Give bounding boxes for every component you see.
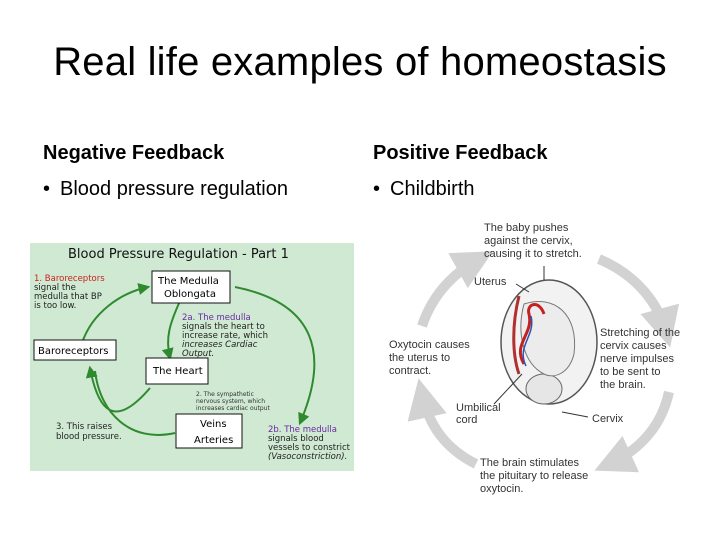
arrow-vessels-to-baro bbox=[94, 370, 176, 436]
top-label-line: causing it to stretch. bbox=[484, 248, 582, 260]
step1-line: is too low. bbox=[34, 301, 76, 311]
right-label-line: nerve impulses bbox=[600, 353, 674, 365]
placenta bbox=[512, 295, 521, 375]
baby-head bbox=[525, 373, 563, 405]
medulla-box bbox=[151, 270, 231, 304]
arrow-baro-to-medulla bbox=[81, 283, 151, 344]
left-label-line: the uterus to bbox=[389, 352, 450, 364]
positive-bullet: • Childbirth bbox=[373, 178, 475, 201]
step2-small-line: nervous system, which bbox=[196, 398, 265, 405]
step2-small-line: 2. The sympathetic bbox=[196, 391, 254, 398]
step2b-line: 2b. The medulla bbox=[268, 425, 337, 435]
bp-diagram-title: Blood Pressure Regulation - Part 1 bbox=[68, 247, 289, 262]
baroreceptors-box bbox=[33, 339, 117, 361]
right-label-line: Stretching of the bbox=[600, 327, 680, 339]
slide-title: Real life examples of homeostasis bbox=[53, 40, 667, 84]
blood-pressure-diagram: Blood Pressure Regulation - Part 1 1. Ba… bbox=[30, 243, 354, 471]
heart-box bbox=[145, 357, 209, 385]
medulla-line: Oblongata bbox=[164, 289, 216, 300]
step1-line: signal the bbox=[34, 283, 76, 293]
step2-small-line: increases cardiac output bbox=[196, 405, 270, 412]
baby-body bbox=[520, 300, 576, 377]
uterus-illustration bbox=[493, 266, 598, 418]
veins-arteries-box bbox=[175, 413, 243, 449]
step2a-line: Output. bbox=[182, 349, 214, 359]
negative-bullet-text: Blood pressure regulation bbox=[60, 178, 288, 200]
step2a-line: increases Cardiac bbox=[182, 340, 258, 350]
cord-pointer bbox=[493, 373, 523, 405]
step2a-line: signals the heart to bbox=[182, 322, 265, 332]
arrow-heart-to-baro bbox=[85, 365, 151, 413]
arrow-medulla-to-vessels bbox=[234, 286, 316, 426]
step3-text: 3. This raises blood pressure. bbox=[56, 422, 122, 442]
umbilical-label-line: cord bbox=[456, 414, 477, 426]
step2-small-text: 2. The sympathetic nervous system, which… bbox=[196, 391, 270, 412]
step2b-line: vessels to constrict bbox=[268, 443, 351, 453]
medulla-line: The Medulla bbox=[157, 276, 219, 287]
bullet-marker: • bbox=[373, 178, 381, 200]
arrow-medulla-to-heart bbox=[161, 300, 181, 361]
positive-feedback-heading: Positive Feedback bbox=[373, 142, 548, 164]
top-label-line: against the cervix, bbox=[484, 235, 573, 247]
cb-labels: The baby pushes against the cervix, caus… bbox=[389, 222, 680, 495]
cervix-label: Cervix bbox=[592, 413, 624, 425]
cycle-arrow-top-left bbox=[417, 251, 493, 328]
step3-line: 3. This raises bbox=[56, 422, 113, 432]
step2b-text: 2b. The medulla signals blood vessels to… bbox=[268, 425, 351, 462]
cycle-arrow-top-right bbox=[596, 254, 680, 348]
step3-line: blood pressure. bbox=[56, 432, 122, 442]
bullet-marker: • bbox=[43, 178, 51, 200]
umbilical-cord-red bbox=[518, 303, 546, 365]
left-label-line: contract. bbox=[389, 365, 431, 377]
step2a-line: increase rate, which bbox=[182, 331, 268, 341]
uterus-label: Uterus bbox=[474, 276, 507, 288]
cervix-pointer bbox=[561, 411, 589, 418]
umbilical-cord-blue bbox=[522, 315, 533, 367]
childbirth-diagram: The baby pushes against the cervix, caus… bbox=[389, 222, 680, 495]
step2b-line: signals blood bbox=[268, 434, 324, 444]
left-label-line: Oxytocin causes bbox=[389, 339, 470, 351]
bottom-label-line: the pituitary to release bbox=[480, 470, 588, 482]
cycle-arrow-bottom-left bbox=[407, 378, 479, 469]
step1-text: 1. Baroreceptors signal the medulla that… bbox=[34, 274, 105, 311]
step1-line: 1. Baroreceptors bbox=[34, 274, 105, 284]
top-label-line: The baby pushes bbox=[484, 222, 569, 234]
negative-feedback-heading: Negative Feedback bbox=[43, 142, 225, 164]
cycle-arrow-bottom-right bbox=[594, 390, 674, 473]
negative-bullet: • Blood pressure regulation bbox=[43, 178, 288, 201]
veins-label: Veins bbox=[200, 419, 227, 430]
right-label-line: cervix causes bbox=[600, 340, 667, 352]
step2a-text: 2a. The medulla signals the heart to inc… bbox=[182, 313, 268, 359]
step2a-line: 2a. The medulla bbox=[182, 313, 251, 323]
arteries-label: Arteries bbox=[194, 435, 233, 446]
baroreceptors-label: Baroreceptors bbox=[38, 346, 108, 357]
step1-line: medulla that BP bbox=[34, 292, 102, 302]
bottom-label-line: oxytocin. bbox=[480, 483, 523, 495]
heart-label: The Heart bbox=[152, 366, 203, 377]
right-label-line: the brain. bbox=[600, 379, 646, 391]
bottom-label-line: The brain stimulates bbox=[480, 457, 580, 469]
umbilical-label-line: Umbilical bbox=[456, 402, 501, 414]
right-label-line: to be sent to bbox=[600, 366, 661, 378]
positive-bullet-text: Childbirth bbox=[390, 178, 475, 200]
uterus-pointer bbox=[515, 283, 530, 293]
step2b-line: (Vasoconstriction). bbox=[268, 452, 347, 462]
